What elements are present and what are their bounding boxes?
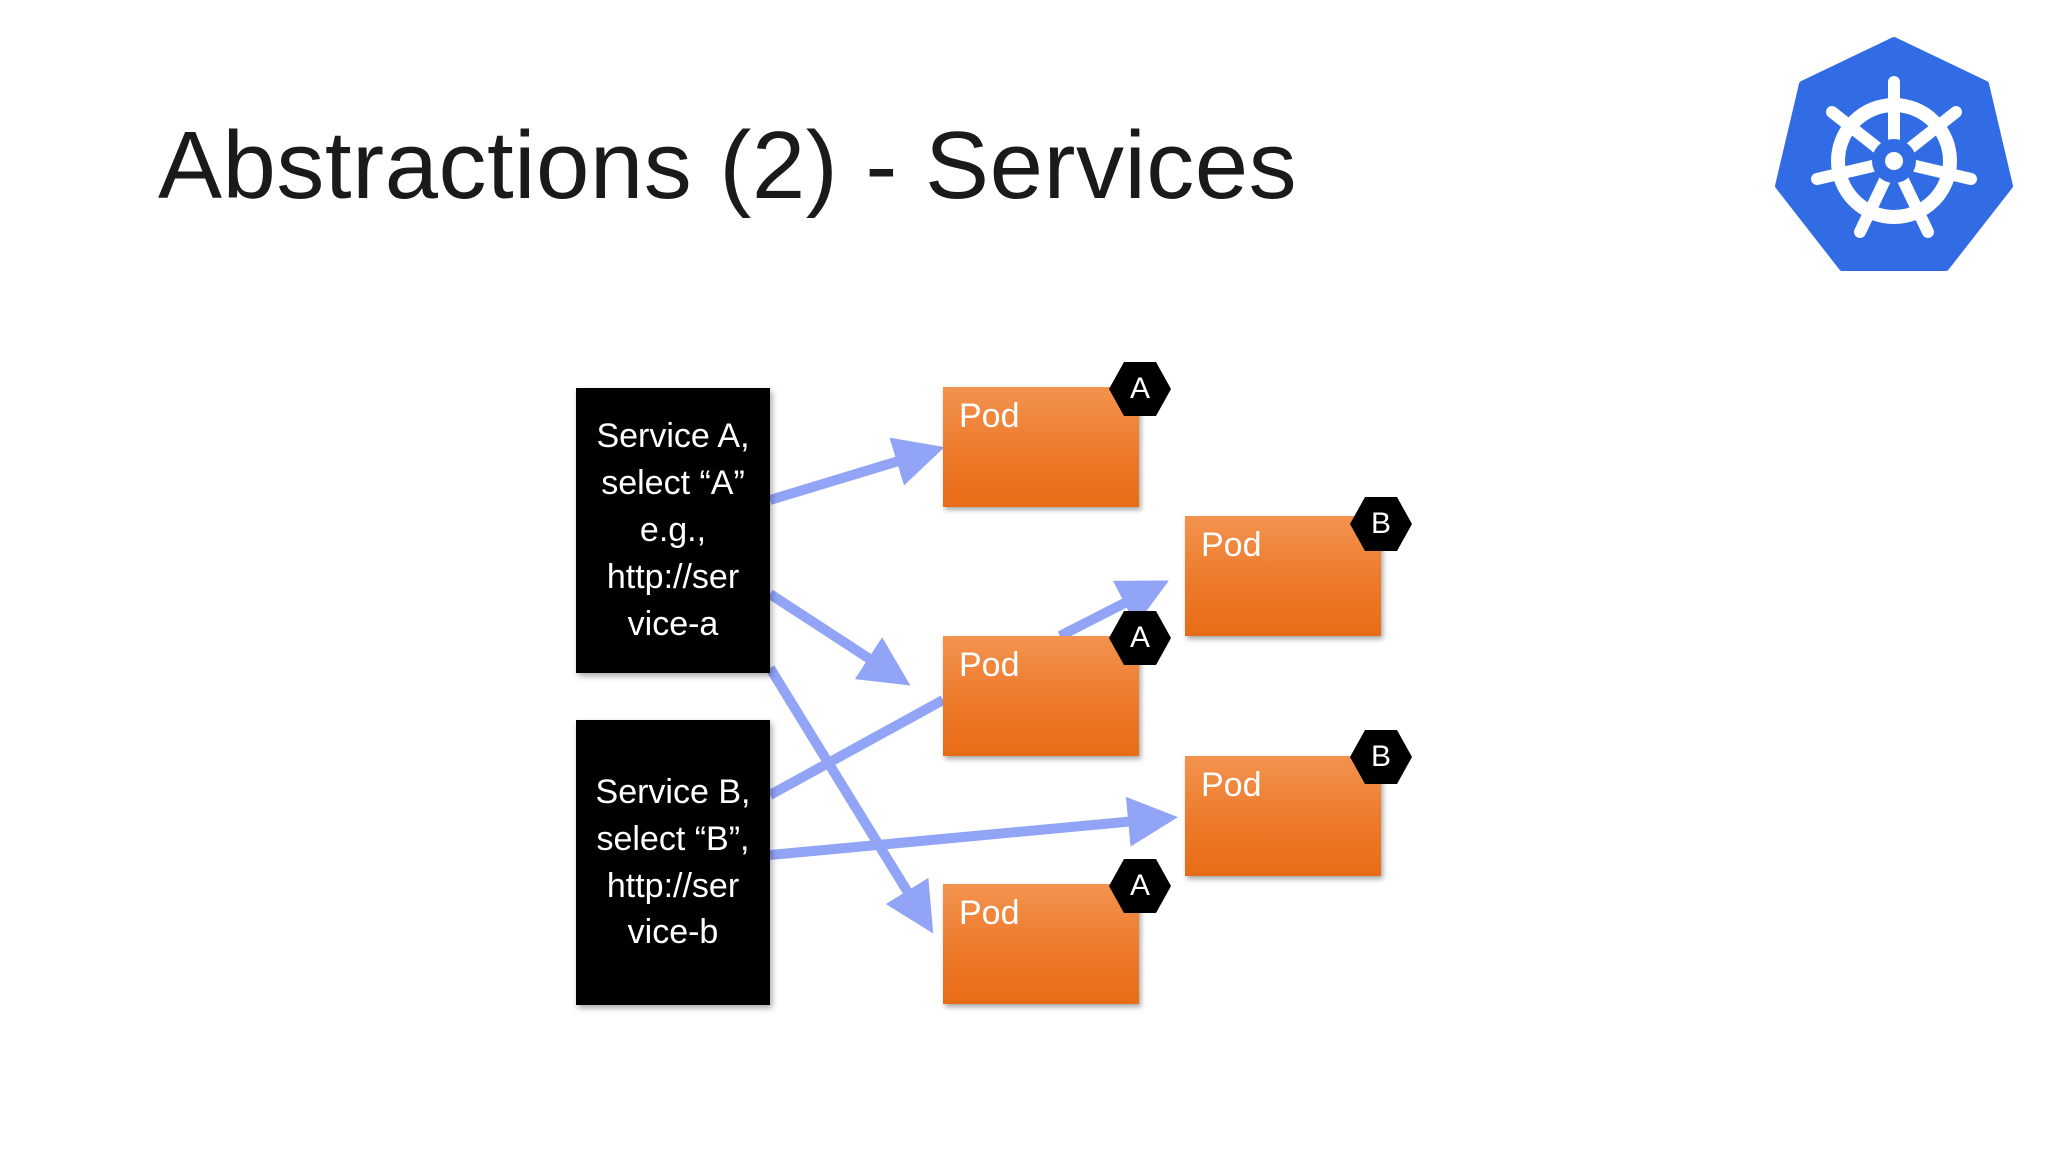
service-a-box: Service A, select “A” e.g., http://ser v… [576,388,770,673]
kubernetes-logo-icon [1775,37,2013,271]
pod-selector-badge: A [1108,858,1172,914]
pod-label: Pod [1201,526,1262,564]
service-a-line: e.g., [639,511,707,550]
arrow-service-a-to-pod-2 [767,589,911,686]
service-b-line: select “B”, [596,819,750,858]
pod-label: Pod [1201,766,1262,804]
pod-box: Pod [943,636,1139,756]
badge-label: B [1370,740,1391,773]
pod-selector-badge: B [1349,729,1413,785]
pod-box: Pod [943,387,1139,507]
service-a-line: vice-a [627,604,719,643]
service-b-line: http://ser [606,866,740,905]
badge-label: A [1129,621,1150,654]
service-b-box: Service B, select “B”, http://ser vice-b [576,720,770,1005]
badge-label: B [1370,507,1391,540]
service-a-line: http://ser [606,557,740,596]
pod-label: Pod [959,397,1020,435]
pod-label: Pod [959,646,1020,684]
pod-box: Pod [1185,516,1381,636]
pod-selector-badge: A [1108,610,1172,666]
pod-selector-badge: B [1349,496,1413,552]
badge-label: A [1129,869,1150,902]
arrow-service-a-to-pod-3 [765,665,934,934]
service-a-line: Service A, [596,417,750,456]
arrow-service-b-to-pod-4 [767,695,946,800]
service-a-line: select “A” [601,464,745,503]
pod-box: Pod [943,884,1139,1004]
badge-label: A [1129,372,1150,405]
arrow-service-b-to-pod-5 [769,796,1178,860]
pod-label: Pod [959,894,1020,932]
pod-selector-badge: A [1108,361,1172,417]
slide-title: Abstractions (2) - Services [158,112,1298,219]
pod-box: Pod [1185,756,1381,876]
arrow-service-a-to-pod-1 [768,437,945,505]
service-b-line: Service B, [595,772,751,811]
service-b-line: vice-b [627,913,719,952]
